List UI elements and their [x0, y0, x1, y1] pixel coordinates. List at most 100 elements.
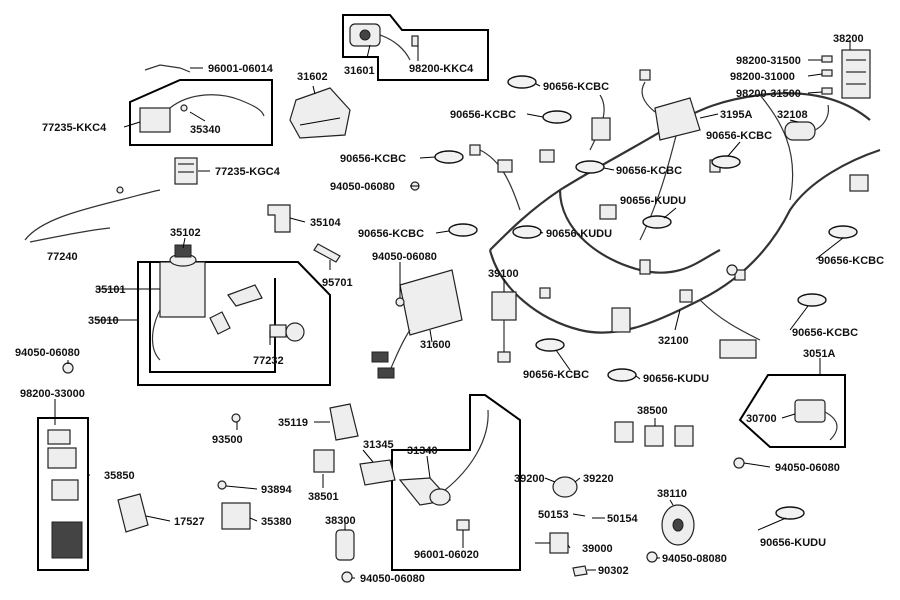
label-94050-08080: 94050-08080	[662, 553, 727, 565]
label-31601: 31601	[344, 65, 375, 77]
connector-17527	[117, 493, 149, 533]
group-box-35010	[137, 261, 331, 386]
label-3051a: 3051A	[803, 348, 835, 360]
label-90302: 90302	[598, 565, 629, 577]
group-box-77235-kkc4	[129, 79, 273, 146]
ignition-coil-30700	[794, 399, 838, 441]
label-35102: 35102	[170, 227, 201, 239]
label-3195a: 3195A	[720, 109, 752, 121]
label-98200-31500-1: 98200-31500	[736, 55, 801, 67]
bolt-96001-06020	[456, 519, 470, 544]
ignition-switch-31601	[349, 23, 419, 61]
group-box-3051a	[738, 374, 846, 448]
relay-38501	[313, 449, 335, 473]
label-90656-kcbc-1: 90656-KCBC	[543, 81, 609, 93]
label-35340: 35340	[190, 124, 221, 136]
harness-clamps	[434, 75, 858, 520]
label-39220: 39220	[583, 473, 614, 485]
label-94050-06080-3: 94050-06080	[15, 347, 80, 359]
handlebar-cover-31602	[289, 87, 351, 139]
label-90656-kcbc-6: 90656-KCBC	[358, 228, 424, 240]
label-50153: 50153	[538, 509, 569, 521]
cable-77240	[24, 186, 161, 243]
label-35380: 35380	[261, 516, 292, 528]
label-94050-06080-4: 94050-06080	[775, 462, 840, 474]
nut-94050-08080	[646, 551, 658, 563]
label-90656-kcbc-9: 90656-KCBC	[523, 369, 589, 381]
group-box-31601	[342, 14, 489, 81]
fuse-box-38200	[821, 49, 871, 99]
screw-90302	[572, 565, 588, 577]
horn-38110	[661, 504, 695, 546]
label-90656-kcbc-7: 90656-KCBC	[818, 255, 884, 267]
label-31345: 31345	[363, 439, 394, 451]
label-35119: 35119	[278, 417, 308, 429]
label-98200-kkc4: 98200-KKC4	[409, 63, 474, 75]
sensor-bracket-31340	[398, 409, 489, 506]
group-box-31340	[391, 394, 521, 571]
label-35104: 35104	[310, 217, 341, 229]
nut-94050-06080-5	[341, 571, 353, 583]
label-30700: 30700	[746, 413, 777, 425]
label-94050-06080-5: 94050-06080	[360, 573, 425, 585]
nut-94050-06080-4	[733, 457, 745, 469]
sensor-38300	[335, 529, 355, 561]
label-77235-kkc4: 77235-KKC4	[42, 122, 107, 134]
label-50154: 50154	[607, 513, 638, 525]
leader-lines	[54, 40, 851, 579]
label-93500: 93500	[212, 434, 243, 446]
label-31340: 31340	[407, 445, 438, 457]
label-90656-kudu-1: 90656-KUDU	[546, 228, 612, 240]
nut-94050-06080-2	[395, 297, 405, 307]
label-38300: 38300	[325, 515, 356, 527]
label-38110: 38110	[657, 488, 687, 500]
nut-94050-06080-3	[62, 362, 74, 374]
label-35010: 35010	[88, 315, 119, 327]
label-95701: 95701	[322, 277, 353, 289]
label-90656-kudu-2: 90656-KUDU	[620, 195, 686, 207]
label-38200: 38200	[833, 33, 864, 45]
regulator-3195a	[639, 69, 701, 141]
label-90656-kcbc-3: 90656-KCBC	[340, 153, 406, 165]
label-90656-kcbc-5: 90656-KCBC	[706, 130, 772, 142]
label-77235-kgc4: 77235-KGC4	[215, 166, 281, 178]
bolt-93500	[231, 413, 241, 423]
key-switch-35101	[151, 244, 305, 361]
label-98200-31000: 98200-31000	[730, 71, 795, 83]
label-93894: 93894	[261, 484, 292, 496]
label-90656-kcbc-8: 90656-KCBC	[792, 327, 858, 339]
sensor-39200	[552, 476, 578, 498]
label-39000: 39000	[582, 543, 613, 555]
label-96001-06014: 96001-06014	[208, 63, 274, 75]
label-31600: 31600	[420, 339, 451, 351]
label-32108: 32108	[777, 109, 808, 121]
cdi-unit-31600	[371, 269, 463, 379]
label-94050-06080-2: 94050-06080	[372, 251, 437, 263]
label-94050-06080-1: 94050-06080	[330, 181, 395, 193]
bracket-35119	[329, 403, 359, 441]
label-38501: 38501	[308, 491, 339, 503]
label-39200: 39200	[514, 473, 545, 485]
relay-39100	[491, 291, 517, 363]
label-90656-kcbc-2: 90656-KCBC	[450, 109, 516, 121]
flasher-relays-38500	[614, 421, 694, 447]
label-90656-kudu-4: 90656-KUDU	[760, 537, 826, 549]
label-77240: 77240	[47, 251, 78, 263]
group-box-35850	[37, 417, 89, 571]
bolt-93894	[217, 480, 227, 490]
label-38500: 38500	[637, 405, 668, 417]
label-17527: 17527	[174, 516, 205, 528]
label-77232: 77232	[253, 355, 284, 367]
label-39100: 39100	[488, 268, 519, 280]
bracket-77235-kgc4	[174, 157, 198, 185]
label-98200-31500-2: 98200-31500	[736, 88, 801, 100]
starter-relay-32108	[784, 104, 830, 141]
switch-35380	[221, 502, 251, 530]
starter-relay-assy-35850	[47, 429, 83, 559]
fastener-95701	[313, 243, 341, 263]
valve-39000	[535, 532, 569, 554]
label-90656-kudu-3: 90656-KUDU	[643, 373, 709, 385]
label-90656-kcbc-4: 90656-KCBC	[616, 165, 682, 177]
label-35850: 35850	[104, 470, 135, 482]
